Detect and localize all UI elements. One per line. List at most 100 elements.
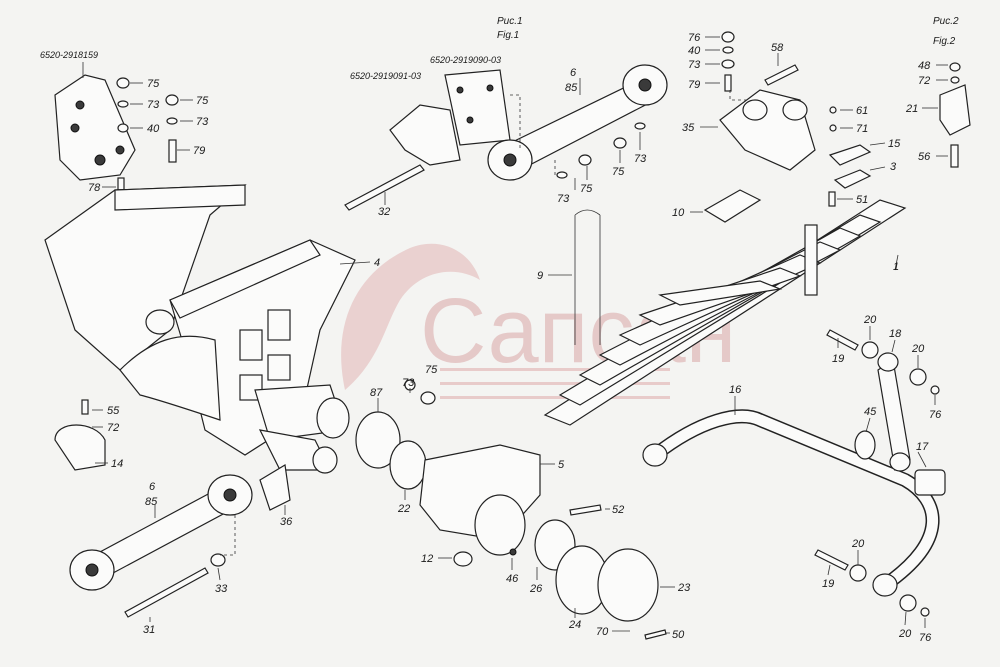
bar-end-left — [642, 443, 668, 467]
reaction-rod-top — [487, 64, 668, 181]
callout-6: 6 — [149, 481, 156, 493]
nut-76a — [930, 385, 940, 395]
callout-20: 20 — [898, 628, 912, 640]
leader-lines — [82, 36, 948, 634]
spacer-10 — [703, 189, 762, 223]
callout-12: 12 — [421, 553, 433, 565]
frame-bracket-4 — [44, 184, 356, 474]
callout-15: 15 — [888, 138, 901, 150]
fastener-stack-right — [721, 31, 837, 207]
bushing-17 — [914, 469, 946, 496]
leaf-spring-1 — [543, 199, 907, 426]
callout-55: 55 — [107, 405, 120, 417]
callout-4: 4 — [374, 257, 380, 269]
callout-51: 51 — [856, 194, 868, 206]
callout-19: 19 — [822, 578, 834, 590]
callout-73: 73 — [147, 99, 160, 111]
reaction-rod-bottom — [69, 474, 253, 591]
callout-46: 46 — [506, 573, 519, 585]
watermark-line — [440, 382, 670, 385]
callout-20: 20 — [911, 343, 925, 355]
plate-15 — [828, 144, 872, 166]
fig2-bracket-21 — [939, 84, 971, 136]
callout-79: 79 — [688, 79, 700, 91]
dashed-assembly-lines — [220, 90, 748, 556]
callout-61: 61 — [856, 105, 868, 117]
seal-22 — [389, 440, 427, 490]
callout-23: 23 — [677, 582, 691, 594]
callout-71: 71 — [856, 123, 868, 135]
callout-20: 20 — [863, 314, 877, 326]
callout-26: 26 — [529, 583, 543, 595]
link-18-bottom-eye — [889, 452, 911, 472]
callout-14: 14 — [111, 458, 123, 470]
callout-78: 78 — [88, 182, 101, 194]
callout-73: 73 — [402, 377, 415, 389]
bracket-36 — [259, 464, 291, 511]
nut-75-lower — [420, 391, 436, 405]
callout-35: 35 — [682, 122, 695, 134]
bar-end-right — [872, 573, 898, 597]
callout-33: 33 — [215, 583, 228, 595]
watermark-bird-icon — [341, 243, 480, 390]
callout-labels: 75 73 75 73 40 79 78 6 85 73 75 75 73 32… — [88, 32, 942, 644]
upper-bracket-35 — [719, 89, 816, 171]
callout-76: 76 — [688, 32, 701, 44]
callout-70: 70 — [596, 626, 609, 638]
balancer-hub-5 — [419, 444, 541, 556]
part-code-bracket-mid-b: 6520-2919090-03 — [430, 55, 501, 65]
callout-1: 1 — [893, 261, 899, 273]
callout-24: 24 — [568, 619, 581, 631]
callout-79: 79 — [193, 145, 205, 157]
callout-19: 19 — [832, 353, 844, 365]
plug-46 — [509, 548, 517, 556]
callout-72: 72 — [918, 75, 930, 87]
watermark-line — [440, 368, 670, 371]
callout-87: 87 — [370, 387, 383, 399]
callout-75: 75 — [612, 166, 625, 178]
long-bolt-31 — [124, 567, 209, 618]
callout-75: 75 — [147, 78, 160, 90]
callout-32: 32 — [378, 206, 390, 218]
washer-72 — [950, 76, 960, 84]
callout-40: 40 — [147, 123, 160, 135]
callout-75: 75 — [196, 95, 209, 107]
callout-75: 75 — [425, 364, 438, 376]
callout-76: 76 — [929, 409, 942, 421]
nut-33 — [210, 553, 226, 567]
bolt-52 — [569, 504, 602, 516]
fastener-stack-left — [116, 77, 179, 201]
callout-50: 50 — [672, 629, 685, 641]
stud-58 — [764, 64, 799, 86]
callout-52: 52 — [612, 504, 624, 516]
callout-76: 76 — [919, 632, 932, 644]
plate-3 — [833, 169, 872, 189]
callout-40: 40 — [688, 45, 701, 57]
callout-85: 85 — [145, 496, 158, 508]
callout-73: 73 — [557, 193, 570, 205]
callout-45: 45 — [864, 406, 877, 418]
callout-22: 22 — [397, 503, 410, 515]
fastener-stack-mid — [556, 122, 646, 179]
callout-31: 31 — [143, 624, 155, 636]
stabilizer-bar-16-fill — [651, 410, 939, 590]
callout-9: 9 — [537, 270, 543, 282]
fig2-title-en: Fig.2 — [933, 36, 956, 47]
u-bolt-9 — [574, 209, 601, 345]
fig1-title-en: Fig.1 — [497, 30, 519, 41]
bolt-50 — [644, 629, 667, 640]
nut-76c — [920, 607, 930, 617]
left-bracket — [54, 74, 136, 181]
bushing-20d — [899, 594, 917, 612]
callout-72: 72 — [107, 422, 119, 434]
watermark-line — [440, 396, 670, 399]
callout-16: 16 — [729, 384, 742, 396]
callout-58: 58 — [771, 42, 784, 54]
ring-45 — [854, 430, 876, 460]
callout-75: 75 — [580, 183, 593, 195]
mid-bracket-a — [389, 104, 461, 166]
long-bolt-32 — [344, 164, 425, 211]
link-18-top-eye — [877, 352, 899, 372]
callout-85: 85 — [565, 82, 578, 94]
cap-14 — [54, 424, 106, 471]
